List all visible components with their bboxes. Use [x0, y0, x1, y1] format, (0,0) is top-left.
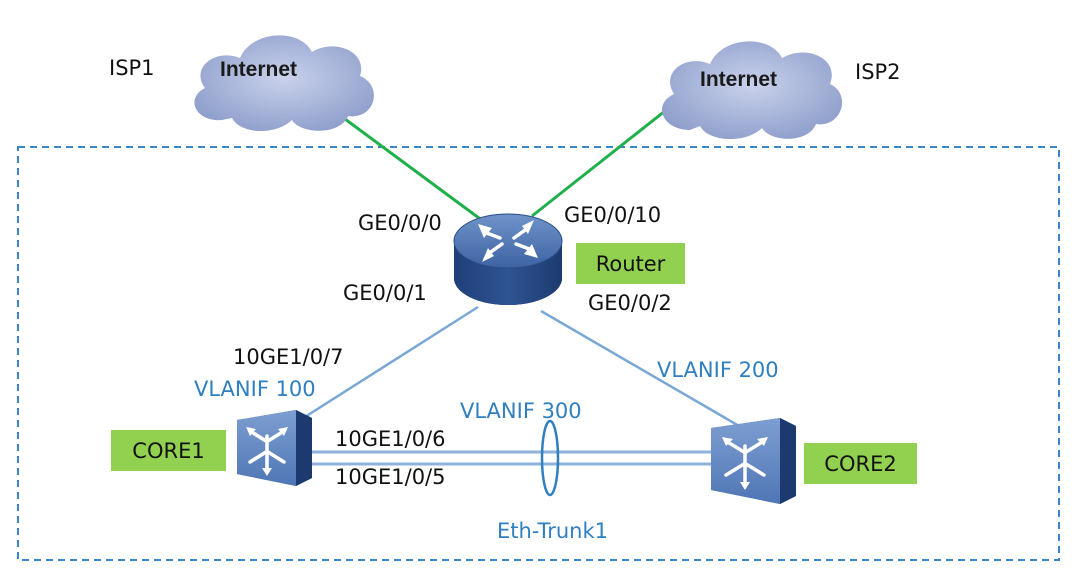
switch-icon	[237, 410, 312, 486]
core1-vlanif: VLANIF 100	[194, 377, 316, 401]
switch-icon	[711, 418, 796, 504]
core2-vlanif: VLANIF 200	[657, 358, 779, 382]
cloud-icon	[662, 41, 843, 140]
cloud-label-isp1: Internet	[220, 58, 298, 81]
core1-trunk-port-2: 10GE1/0/5	[335, 465, 446, 489]
trunk-vlanif: VLANIF 300	[460, 399, 582, 423]
cloud-icon	[194, 35, 374, 132]
isp1-label: ISP1	[109, 56, 155, 80]
core1-trunk-port-1: 10GE1/0/6	[335, 427, 446, 451]
isp2-label: ISP2	[855, 60, 901, 84]
isp1-link	[321, 100, 488, 226]
router-port-isp2: GE0/0/10	[564, 203, 662, 227]
cloud-label-isp2: Internet	[700, 68, 778, 91]
router-port-isp1: GE0/0/0	[358, 211, 442, 235]
core1-tag: CORE1	[111, 430, 226, 471]
core2-tag: CORE2	[804, 443, 917, 484]
router-tag: Router	[576, 243, 685, 284]
router-core2-link	[540, 309, 747, 432]
router-icon	[453, 213, 563, 305]
network-boundary	[17, 146, 1060, 561]
eth-trunk-label: Eth-Trunk1	[497, 519, 608, 543]
core1-uplink-port: 10GE1/0/7	[233, 345, 344, 369]
isp2-link	[531, 94, 685, 218]
router-port-core1: GE0/0/1	[343, 281, 427, 305]
router-core1-link	[296, 305, 479, 424]
eth-trunk-ellipse	[540, 419, 560, 497]
router-port-core2: GE0/0/2	[588, 291, 672, 315]
